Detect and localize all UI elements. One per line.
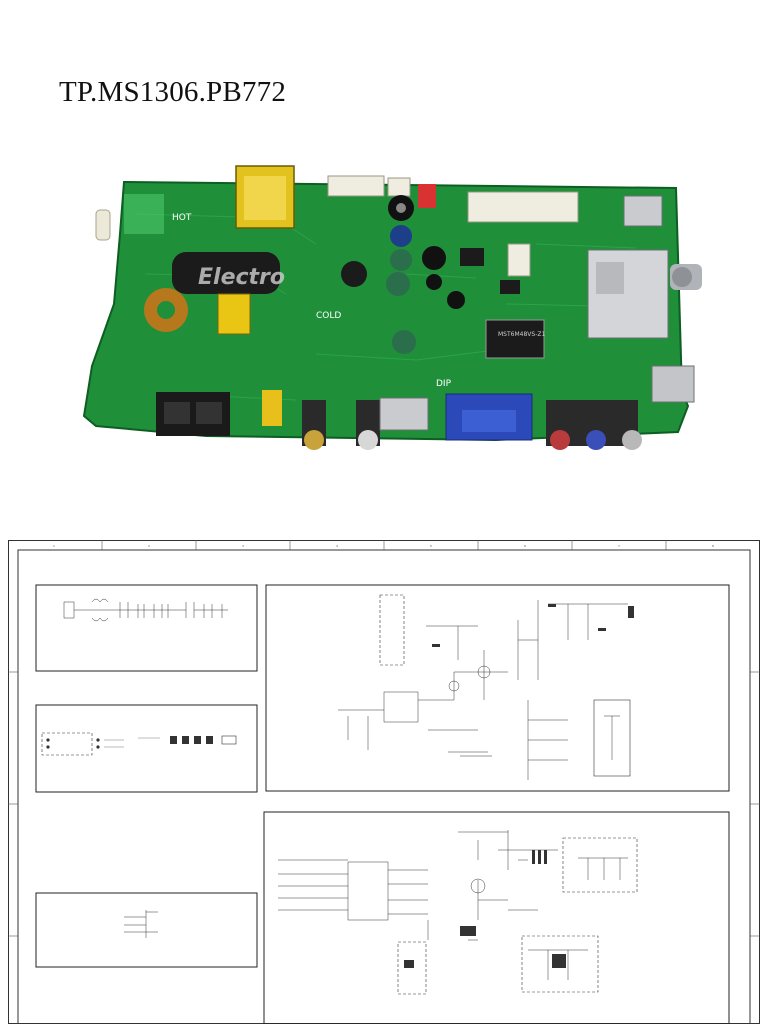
schematic-block-regulators <box>263 811 730 1024</box>
page-title: TP.MS1306.PB772 <box>59 76 287 108</box>
pcb-board <box>84 182 688 440</box>
grid-label-8: 8 <box>712 544 714 548</box>
chip-marking: MST6M48VS-Z1 <box>498 331 545 338</box>
hdmi-port-side <box>651 365 695 403</box>
grid-label-7: 7 <box>618 544 620 548</box>
grid-label-4: 4 <box>336 544 338 548</box>
grid-label-2: 2 <box>148 544 150 548</box>
grid-label-3: 3 <box>242 544 244 548</box>
schematic-block-input-filter <box>35 584 258 672</box>
watermark-text: Electro <box>198 265 285 290</box>
top-connector-a <box>327 175 385 197</box>
silk-dip: DIP <box>436 379 452 389</box>
silk-hot: HOT <box>172 213 192 223</box>
schematic-block-smps <box>265 584 730 792</box>
grid-label-6: 6 <box>524 544 526 548</box>
usb-port <box>623 195 663 227</box>
board-photo: Electro MST6M48VS-Z1 <box>76 154 712 460</box>
main-capacitor <box>172 252 280 294</box>
main-soc-chip <box>485 319 545 359</box>
schematic-sheet: 1 2 3 4 5 6 7 8 <box>8 540 760 1024</box>
schematic-block-misc <box>35 892 258 968</box>
lvds-connector <box>467 191 579 223</box>
silk-cold: COLD <box>316 311 341 321</box>
hdmi-port <box>379 397 429 431</box>
schematic-block-connectors <box>35 704 258 793</box>
grid-label-1: 1 <box>53 544 55 548</box>
grid-label-5: 5 <box>430 544 432 548</box>
